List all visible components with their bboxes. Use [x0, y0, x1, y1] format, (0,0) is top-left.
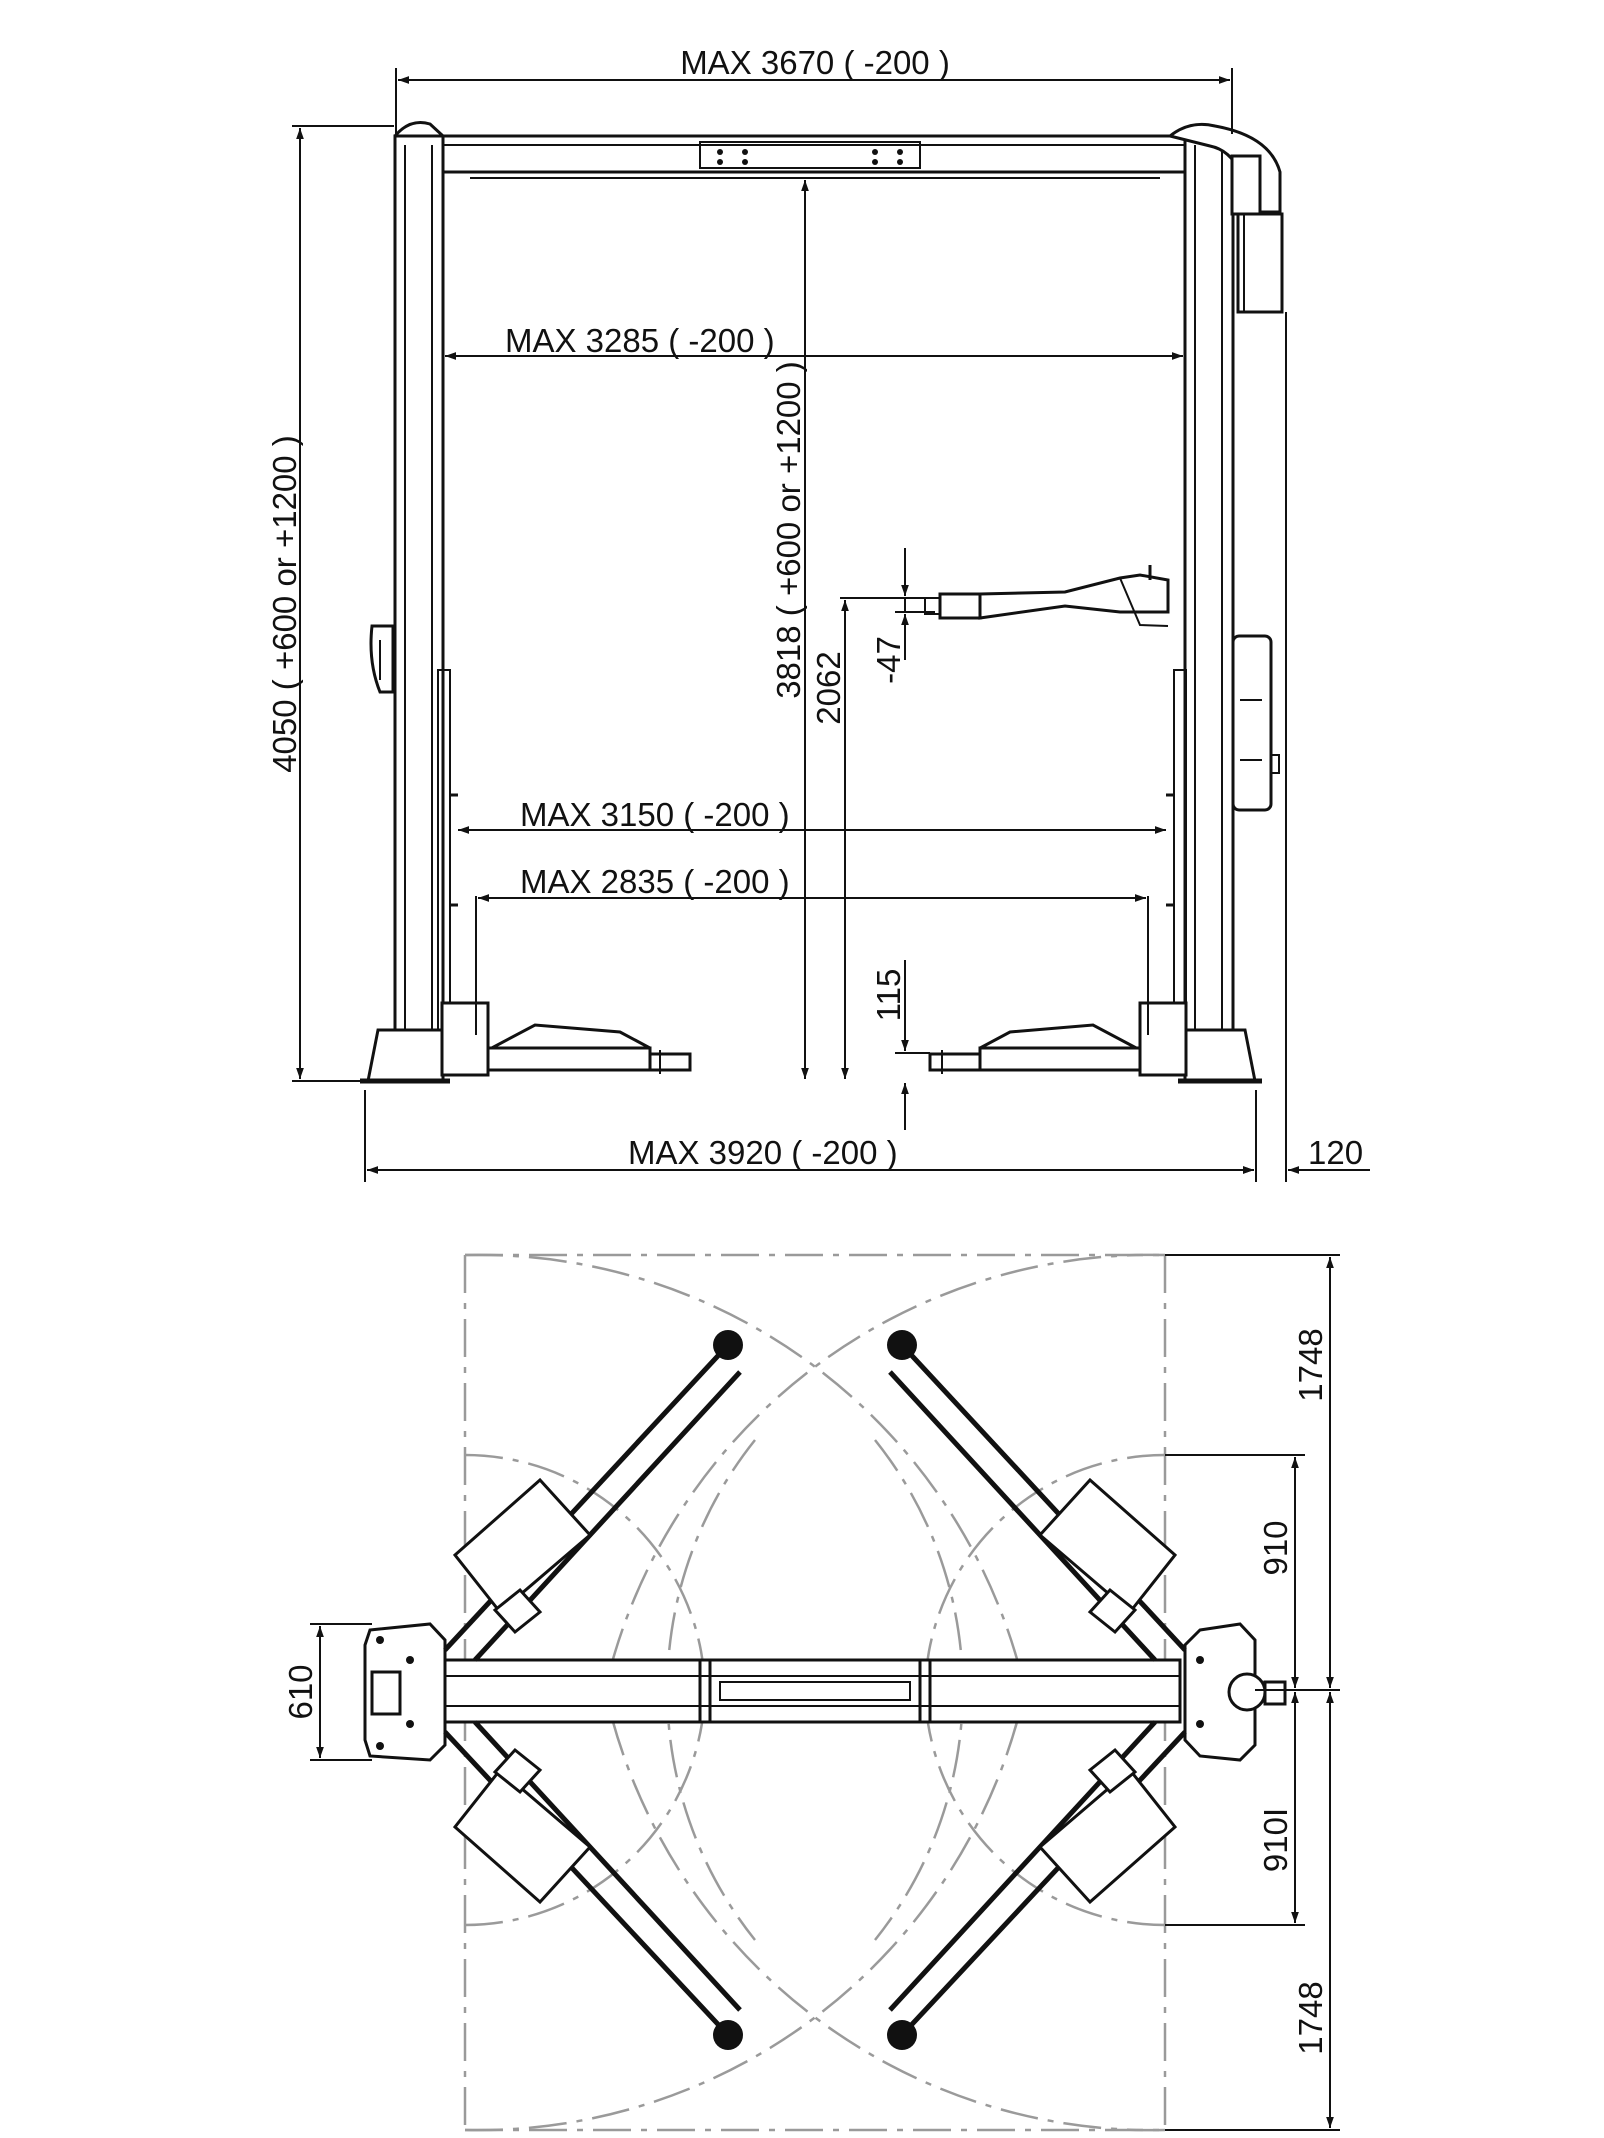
hydraulic-motor-unit [1166, 122, 1284, 314]
arm-reach-top-label: 1748 [1292, 1328, 1329, 1401]
left-column [393, 121, 458, 1083]
left-column-plan [363, 1622, 447, 1762]
swing-arm-bottom-left [443, 1720, 743, 2050]
left-motor-cover [369, 624, 395, 694]
dim-arm-reach-mid-top: 910 [1165, 1454, 1340, 1691]
arm-width-inner-label: MAX 2835 ( -200 ) [520, 863, 790, 900]
dim-arm-offset: -47 [870, 548, 935, 684]
dim-arm-width-outer: MAX 3150 ( -200 ) [458, 796, 1166, 834]
dim-inner-width: MAX 3285 ( -200 ) [445, 322, 1183, 360]
front-elevation-view: MAX 3670 ( -200 ) MAX 3285 ( -200 ) 4050… [266, 44, 1370, 1182]
dim-arm-reach-bottom: 1748 [1165, 1692, 1340, 2131]
clear-height-label: 3818 ( +600 or +1200 ) [770, 361, 807, 699]
dim-arm-width-inner: MAX 2835 ( -200 ) [475, 863, 1149, 1035]
right-base-plate [1178, 1028, 1262, 1084]
dim-side-offset: 120 [1215, 312, 1370, 1182]
raised-lift-arm [924, 565, 1170, 627]
dim-lift-height: 2062 [810, 597, 940, 1079]
arm-width-outer-label: MAX 3150 ( -200 ) [520, 796, 790, 833]
arm-reach-mid-bottom-label: 910I [1257, 1808, 1294, 1872]
base-width-label: MAX 3920 ( -200 ) [628, 1134, 898, 1171]
arm-reach-mid-top-label: 910 [1257, 1520, 1294, 1575]
pad-height-label: 115 [870, 969, 907, 1022]
top-plan-view: 1748 910 910I 1748 610 [282, 1253, 1340, 2132]
dim-pad-height: 115 [870, 960, 930, 1130]
swing-arm-top-left [443, 1330, 743, 1662]
dim-base-width: MAX 3920 ( -200 ) [364, 1090, 1257, 1182]
dim-clear-height: 3818 ( +600 or +1200 ) [770, 180, 809, 1079]
dim-arm-reach-top: 1748 [1165, 1254, 1340, 1688]
right-lower-lift-arm [928, 1001, 1188, 1077]
right-column-plan [1183, 1622, 1287, 1762]
power-unit-tank [1231, 634, 1280, 812]
dim-column-depth: 610 [282, 1623, 372, 1761]
side-offset-label: 120 [1308, 1134, 1363, 1171]
arm-offset-label: -47 [870, 636, 907, 684]
arm-reach-bottom-label: 1748 [1292, 1981, 1329, 2054]
dim-overall-width: MAX 3670 ( -200 ) [395, 44, 1233, 134]
overall-width-label: MAX 3670 ( -200 ) [680, 44, 950, 81]
swing-arm-bottom-right [887, 1720, 1187, 2050]
left-lower-lift-arm [440, 1001, 692, 1077]
total-height-label: 4050 ( +600 or +1200 ) [266, 435, 303, 773]
dim-total-height: 4050 ( +600 or +1200 ) [266, 125, 394, 1082]
lift-height-label: 2062 [810, 651, 847, 724]
swing-arm-top-right [887, 1330, 1187, 1662]
dim-arm-reach-mid-bottom: 910I [1165, 1692, 1305, 1926]
left-base-plate [360, 1028, 450, 1084]
central-beam [438, 1658, 1182, 1724]
inner-width-label: MAX 3285 ( -200 ) [505, 322, 775, 359]
column-depth-label: 610 [282, 1664, 319, 1719]
top-crossbeam [393, 134, 1187, 179]
right-column [1166, 134, 1235, 1083]
